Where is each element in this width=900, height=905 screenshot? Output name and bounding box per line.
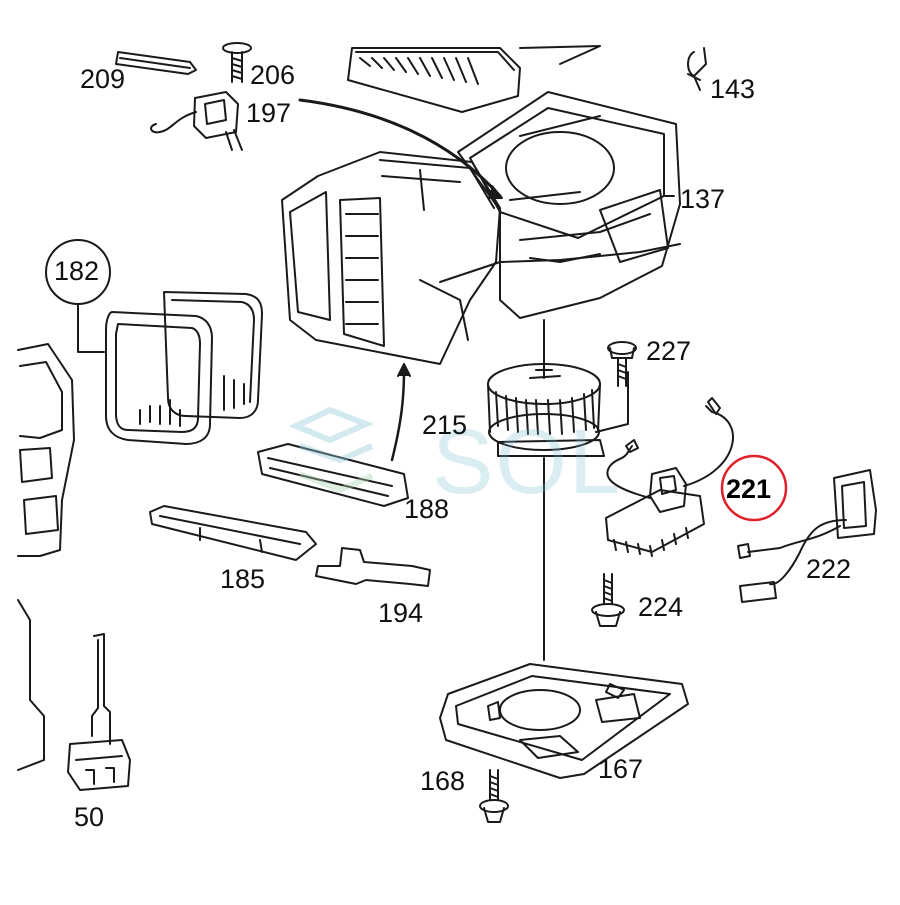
part-167-cover-plate: [439, 663, 689, 779]
part-206-screw: [222, 42, 252, 83]
part-168-screw: [479, 769, 509, 823]
label-224: 224: [638, 592, 684, 622]
label-221: 221: [726, 474, 772, 504]
label-194: 194: [378, 598, 424, 628]
label-182: 182: [54, 256, 100, 286]
part-185-flap: [149, 505, 317, 561]
label-188: 188: [404, 494, 450, 524]
part-221-resistor: [605, 397, 734, 557]
cabin-filter: [347, 45, 601, 113]
part-209-gasket: [115, 51, 197, 75]
label-222: 222: [806, 554, 852, 584]
label-209: 209: [80, 64, 126, 94]
label-206: 206: [250, 60, 296, 90]
part-224-screw: [591, 573, 625, 627]
label-215: 215: [422, 410, 468, 440]
watermark-logo: [288, 406, 374, 494]
part-182-heater-cores: [45, 239, 263, 445]
label-143: 143: [710, 74, 756, 104]
part-194-bracket: [315, 547, 431, 587]
heater-housing: [281, 151, 681, 365]
label-167: 167: [598, 754, 644, 784]
highlight-circle-221: [720, 454, 788, 522]
left-housing-fragment: [17, 343, 75, 771]
label-168: 168: [420, 766, 466, 796]
label-185: 185: [220, 564, 266, 594]
part-215-blower-fan: [487, 319, 629, 661]
watermark-text: SOL: [432, 411, 623, 513]
part-188-flap: [257, 363, 411, 507]
part-137-blower-housing: [298, 91, 681, 319]
label-50: 50: [74, 802, 105, 832]
part-222-harness: [737, 469, 877, 603]
part-50-actuator: [67, 633, 131, 791]
part-227-screw: [607, 341, 637, 387]
part-197-actuator: [150, 91, 243, 151]
label-197: 197: [246, 98, 292, 128]
label-137: 137: [680, 184, 726, 214]
label-227: 227: [646, 336, 692, 366]
part-143-clip: [687, 47, 707, 81]
leader-lines: [663, 75, 701, 197]
